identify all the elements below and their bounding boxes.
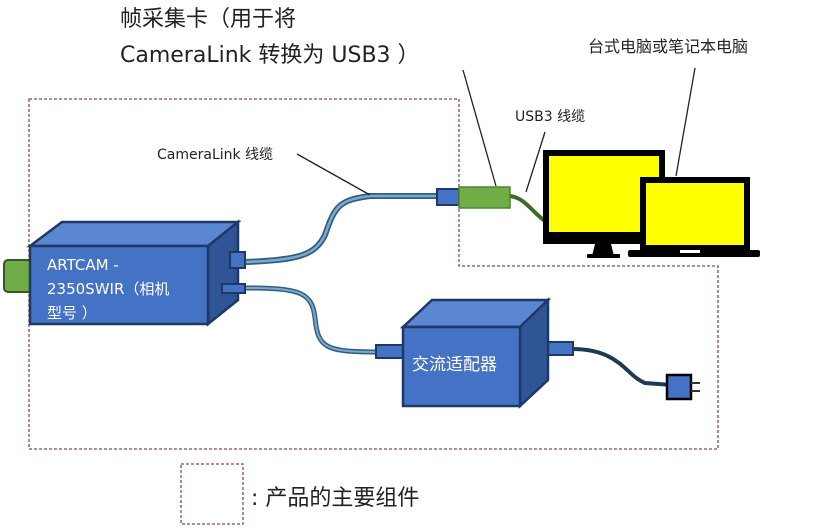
camera-port-cameralink <box>229 251 246 269</box>
camera-model-line2: 2350SWIR（相机 <box>47 280 169 298</box>
frame-grabber-connector <box>436 188 460 206</box>
legend-swatch <box>180 463 244 525</box>
computer-title: 台式电脑或笔记本电脑 <box>588 37 748 56</box>
power-plug-icon <box>665 373 700 401</box>
camera-lens <box>3 259 33 293</box>
camera-port-power <box>221 283 246 294</box>
frame-grabber-title-line2: CameraLink 转换为 USB3 ） <box>120 43 420 68</box>
ac-adapter-box <box>399 297 552 409</box>
legend-text: : 产品的主要组件 <box>251 486 419 511</box>
ac-adapter-label: 交流适配器 <box>412 355 497 375</box>
leader-frame-grabber <box>462 69 497 187</box>
usb3-cable-label: USB3 线缆 <box>515 109 585 125</box>
leader-computer <box>675 67 696 177</box>
leader-usb3 <box>525 131 546 193</box>
cameralink-cable-label: CameraLink 线缆 <box>157 147 273 163</box>
laptop-icon <box>628 177 760 257</box>
camera-box <box>26 219 242 327</box>
camera-model-line1: ARTCAM - <box>47 256 119 274</box>
frame-grabber-title-line1: 帧采集卡（用于将 <box>120 7 296 32</box>
power-cord <box>570 347 674 387</box>
camera-model-line3: 型号 ） <box>47 304 97 322</box>
usb3-cable <box>508 194 548 224</box>
leader-cameralink <box>296 153 371 196</box>
power-cable-camera <box>242 285 381 355</box>
frame-grabber <box>458 186 511 209</box>
adapter-port-in <box>375 344 405 359</box>
product-boundary <box>28 98 719 450</box>
